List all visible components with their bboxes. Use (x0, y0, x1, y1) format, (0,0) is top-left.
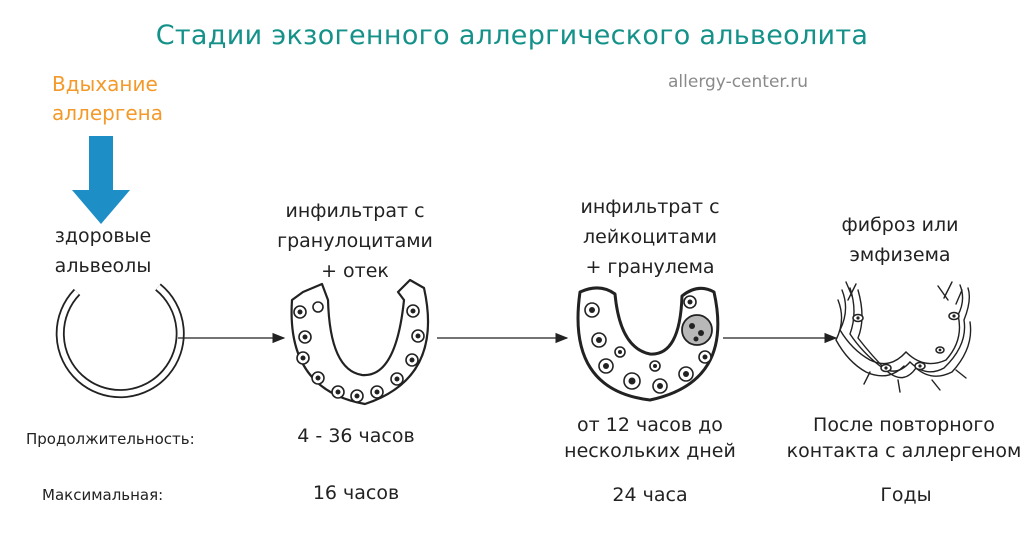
stage-3-line-1: инфильтрат с (580, 196, 720, 218)
stage-3-line-2: лейкоцитами (583, 226, 717, 248)
fibrosis-emphysema-icon (835, 281, 972, 393)
inhalation-label: Вдыхание аллергена (52, 70, 163, 128)
stage-4-label: фиброз или эмфизема (820, 210, 980, 270)
granulocyte-infiltrate-icon (290, 278, 430, 406)
inhalation-arrow-icon (72, 136, 130, 224)
stage-2-line-3: + отек (321, 260, 389, 282)
inhalation-line-1: Вдыхание (52, 72, 158, 96)
diagram-title: Стадии экзогенного аллергического альвео… (155, 20, 869, 51)
duration-stage-3-line-1: от 12 часов до (577, 414, 723, 436)
duration-stage-4: После повторного контакта с аллергеном (786, 412, 1022, 464)
duration-stage-3-line-2: нескольких дней (564, 440, 736, 462)
leukocyte-granuloma-icon (576, 286, 720, 402)
stage-2-line-1: инфильтрат с (285, 200, 425, 222)
maximum-stage-4: Годы (880, 484, 932, 506)
maximum-row-label: Максимальная: (42, 486, 164, 504)
duration-stage-4-line-1: После повторного (813, 414, 995, 436)
stage-2-label: инфильтрат с гранулоцитами + отек (270, 196, 440, 286)
duration-stage-4-line-2: контакта с аллергеном (786, 440, 1022, 462)
duration-stage-2: 4 - 36 часов (297, 425, 415, 447)
stage-1-label: здоровые альвеолы (28, 221, 178, 281)
stage-4-line-1: фиброз или (841, 214, 959, 236)
stage-4-line-2: эмфизема (849, 244, 951, 266)
maximum-stage-3: 24 часа (612, 484, 688, 506)
maximum-stage-2: 16 часов (312, 482, 400, 504)
stage-1-line-1: здоровые (54, 225, 152, 247)
source-url: allergy-center.ru (668, 72, 809, 92)
stage-2-line-2: гранулоцитами (277, 230, 433, 252)
inhalation-line-2: аллергена (52, 101, 163, 125)
stage-3-line-3: + гранулема (585, 256, 715, 278)
stage-1-line-2: альвеолы (54, 255, 152, 277)
duration-row-label: Продолжительность: (26, 430, 195, 448)
healthy-alveolus-icon (55, 283, 185, 399)
stage-3-label: инфильтрат с лейкоцитами + гранулема (565, 192, 735, 282)
duration-stage-3: от 12 часов до нескольких дней (545, 412, 755, 464)
